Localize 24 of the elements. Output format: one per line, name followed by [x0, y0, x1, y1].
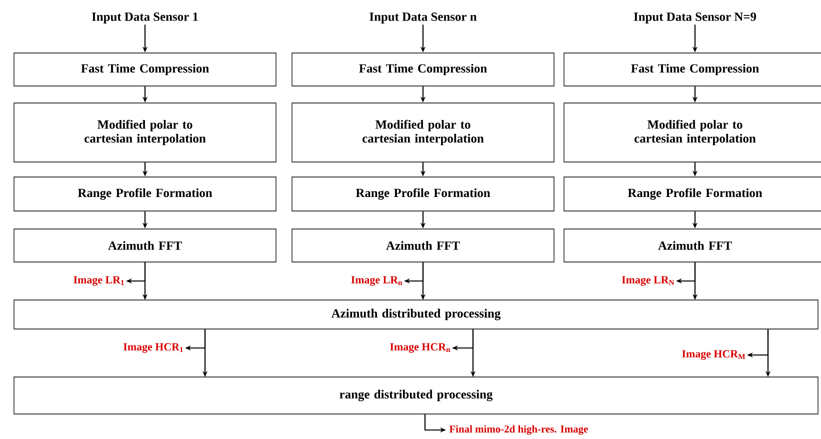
image-label: Image LR$_{1}$	[74, 276, 124, 286]
process-box: Azimuth FFT	[14, 228, 276, 262]
input-label: Input Data Sensor N=9	[634, 12, 756, 24]
input-label: Input Data Sensor n	[370, 12, 477, 24]
process-box: Azimuth distributed processing	[14, 300, 818, 330]
process-box: Fast Time Compression	[292, 52, 554, 86]
process-box: Modified polar to cartesian interpolation	[14, 102, 276, 162]
image-label: Image HCR$_{M}$	[682, 350, 746, 360]
process-box: Range Profile Formation	[292, 176, 554, 212]
process-box: Fast Time Compression	[564, 52, 821, 86]
image-label: Image HCR$_{n}$	[390, 343, 450, 353]
image-label: Image LR$_{N}$	[622, 276, 674, 286]
process-box: Azimuth FFT	[292, 228, 554, 262]
image-label: Image HCR$_{1}$	[124, 343, 183, 353]
output-label: Final mimo-2d high-res. Image	[449, 425, 588, 435]
process-box: Azimuth FFT	[564, 228, 821, 262]
process-box: Modified polar to cartesian interpolation	[292, 102, 554, 162]
input-label: Input Data Sensor 1	[92, 12, 198, 24]
process-box: Modified polar to cartesian interpolation	[564, 102, 821, 162]
process-box: range distributed processing	[14, 376, 818, 414]
process-box: Range Profile Formation	[564, 176, 821, 212]
process-box: Fast Time Compression	[14, 52, 276, 86]
process-box: Range Profile Formation	[14, 176, 276, 212]
image-label: Image LR$_{n}$	[351, 276, 402, 286]
